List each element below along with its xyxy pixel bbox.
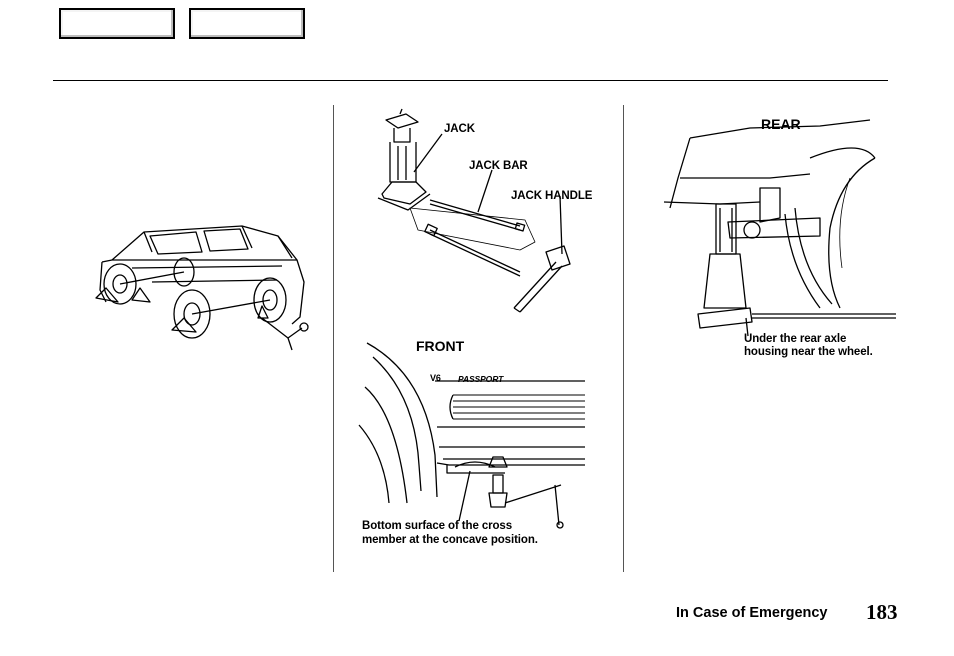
- jack-label: JACK: [444, 123, 475, 135]
- model-badge: PASSPORT: [458, 374, 504, 384]
- vehicle-illustration: [95, 225, 309, 351]
- front-caption-line-2: member at the concave position.: [362, 534, 538, 546]
- rear-jack-point-illustration: [663, 119, 896, 337]
- page-number: 183: [866, 600, 898, 624]
- jack-tools-illustration: [377, 108, 571, 313]
- previous-page-button[interactable]: [59, 8, 175, 39]
- section-title: In Case of Emergency: [676, 605, 828, 621]
- column-divider-left: [333, 105, 334, 572]
- header-rule: [53, 80, 888, 81]
- front-caption-line-1: Bottom surface of the cross: [362, 520, 513, 532]
- rear-heading: REAR: [761, 116, 801, 132]
- next-page-button[interactable]: [189, 8, 305, 39]
- rear-caption-line-2: housing near the wheel.: [744, 346, 873, 358]
- column-divider-right: [623, 105, 624, 572]
- rear-caption-line-1: Under the rear axle: [744, 333, 847, 345]
- front-heading: FRONT: [416, 338, 465, 354]
- front-jack-point-illustration: [358, 342, 585, 529]
- jack-bar-label: JACK BAR: [469, 160, 528, 172]
- v6-badge: V6: [430, 373, 441, 383]
- jack-handle-label: JACK HANDLE: [511, 190, 593, 202]
